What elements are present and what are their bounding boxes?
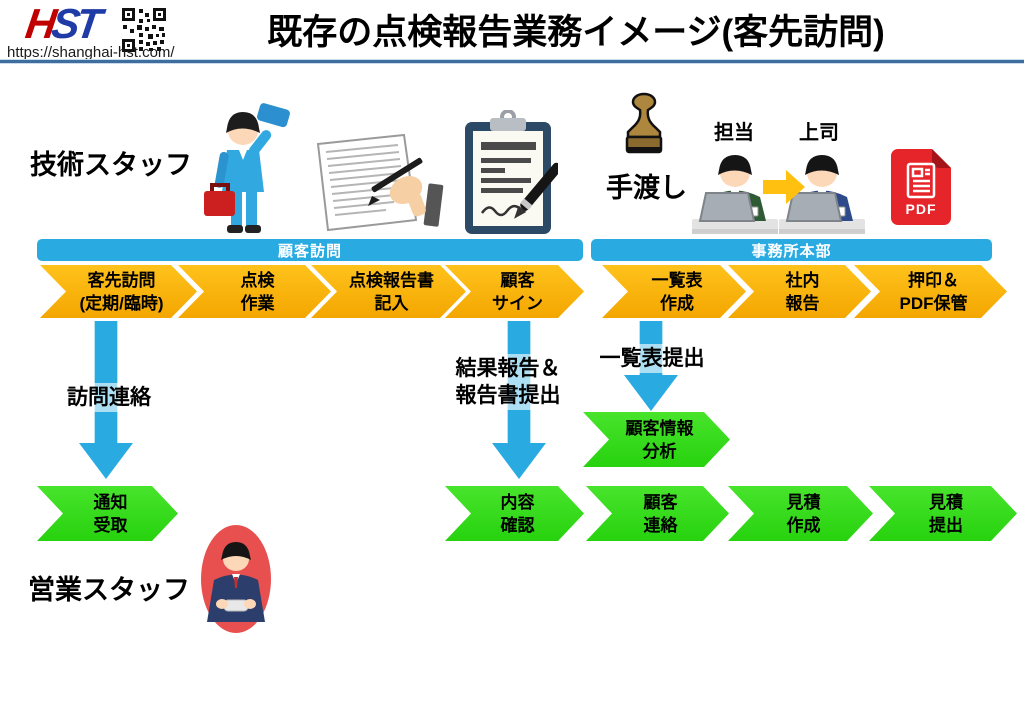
handover-arrow-icon bbox=[763, 170, 805, 204]
title-divider bbox=[0, 60, 1024, 63]
document-writing-icon bbox=[316, 133, 444, 232]
qr-code-icon bbox=[121, 7, 167, 53]
pdf-icon: PDF bbox=[890, 148, 952, 226]
office-worker-tantou-icon bbox=[692, 155, 778, 234]
website-url: https://shanghai-hst.com/ bbox=[7, 44, 175, 61]
lane-customer-visit: 顧客訪問 bbox=[37, 239, 583, 261]
step-list-create: 一覧表 作成 bbox=[602, 265, 746, 318]
salesperson-illustration bbox=[201, 525, 271, 633]
pdf-icon-label: PDF bbox=[905, 201, 937, 217]
technician-illustration bbox=[204, 103, 290, 233]
step-report-fill: 点検報告書 記入 bbox=[311, 265, 466, 318]
slide-title: 既存の点検報告業務イメージ(客先訪問) bbox=[267, 13, 885, 52]
step-customer-info-analysis: 顧客情報 分析 bbox=[583, 412, 730, 467]
lane-office-hq: 事務所本部 bbox=[591, 239, 992, 261]
sales-staff-label: 営業スタッフ bbox=[28, 575, 190, 605]
step-notice-receive: 通知 受取 bbox=[37, 486, 178, 541]
boss-label: 上司 bbox=[799, 122, 839, 144]
hst-logo-st: ST bbox=[49, 0, 102, 47]
step-stamp-pdf-store: 押印＆ PDF保管 bbox=[854, 265, 1007, 318]
step-content-check: 内容 確認 bbox=[445, 486, 584, 541]
visit-contact-label: 訪問連絡 bbox=[52, 383, 166, 412]
step-inspection-work: 点検 作業 bbox=[178, 265, 331, 318]
technical-staff-label: 技術スタッフ bbox=[30, 150, 192, 180]
hand-delivery-label: 手渡し bbox=[606, 173, 687, 203]
stamp-icon bbox=[625, 92, 663, 154]
result-report-label: 結果報告＆ 報告書提出 bbox=[446, 354, 570, 410]
step-quote-create: 見積 作成 bbox=[728, 486, 873, 541]
step-customer-visit: 客先訪問 (定期/臨時) bbox=[40, 265, 197, 318]
step-quote-submit: 見積 提出 bbox=[869, 486, 1017, 541]
step-customer-contact: 顧客 連絡 bbox=[586, 486, 729, 541]
step-internal-report: 社内 報告 bbox=[728, 265, 871, 318]
clipboard-icon bbox=[465, 110, 558, 234]
list-submit-label: 一覧表提出 bbox=[592, 344, 712, 373]
hst-logo: HST bbox=[23, 0, 102, 47]
staff-in-charge-label: 担当 bbox=[714, 122, 754, 144]
office-worker-joushi-icon bbox=[779, 155, 865, 234]
